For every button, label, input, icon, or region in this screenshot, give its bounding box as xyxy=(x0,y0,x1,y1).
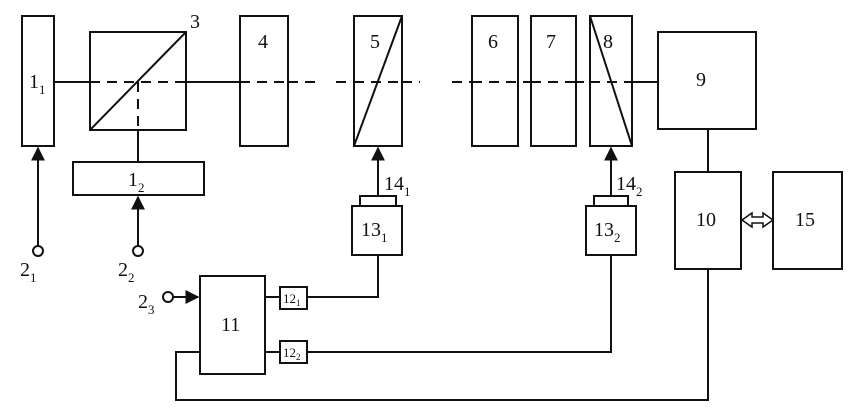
12-2-to-13-2-line xyxy=(307,255,612,353)
label-14-1: 141 xyxy=(384,173,411,199)
beam-splitter-3: 3 xyxy=(89,11,200,131)
label-15: 15 xyxy=(795,209,815,231)
double-arrow-10-15 xyxy=(740,211,775,229)
label-10: 10 xyxy=(696,209,716,231)
label-13-2: 132 xyxy=(594,219,621,245)
label-2-2: 22 xyxy=(118,259,135,285)
label-13-1: 131 xyxy=(361,219,388,245)
label-11: 11 xyxy=(221,314,240,336)
label-4: 4 xyxy=(258,31,268,53)
label-7: 7 xyxy=(546,31,556,53)
label-5: 5 xyxy=(370,31,380,53)
label-9: 9 xyxy=(696,69,706,91)
input-2-2: 22 xyxy=(118,195,145,285)
10-to-11-feedback-line xyxy=(175,269,709,401)
block-13-2: 132 xyxy=(585,205,637,256)
label-14-2: 142 xyxy=(616,173,643,199)
12-1-to-13-1-line xyxy=(307,255,379,298)
block-13-1: 131 xyxy=(351,205,403,256)
block-9: 9 xyxy=(657,31,757,130)
label-6: 6 xyxy=(488,31,498,53)
label-3: 3 xyxy=(190,11,200,33)
label-2-1: 21 xyxy=(20,259,37,285)
label-1-1: 11 xyxy=(29,71,46,97)
block-11: 11 xyxy=(199,275,266,375)
label-12-2: 122 xyxy=(283,345,301,362)
block-1-2: 12 xyxy=(72,161,205,196)
block-7: 7 xyxy=(530,15,577,147)
modulator-8: 8 xyxy=(589,15,633,147)
label-2-3: 23 xyxy=(138,291,155,317)
block-4: 4 xyxy=(239,15,289,147)
block-12-2: 122 xyxy=(265,340,308,364)
label-1-2: 12 xyxy=(128,169,145,195)
input-2-3: 23 xyxy=(138,290,200,317)
modulator-5: 5 xyxy=(353,15,403,147)
input-2-1: 21 xyxy=(20,146,45,285)
block-12-1: 121 xyxy=(265,286,308,310)
label-12-1: 121 xyxy=(283,291,301,308)
block-14-1: 141 xyxy=(359,146,411,207)
block-10: 10 xyxy=(674,171,742,270)
block-1-1: 11 xyxy=(21,15,55,147)
label-8: 8 xyxy=(603,31,613,53)
block-15: 15 xyxy=(772,171,843,270)
block-6: 6 xyxy=(471,15,519,147)
block-14-2: 142 xyxy=(593,146,643,207)
